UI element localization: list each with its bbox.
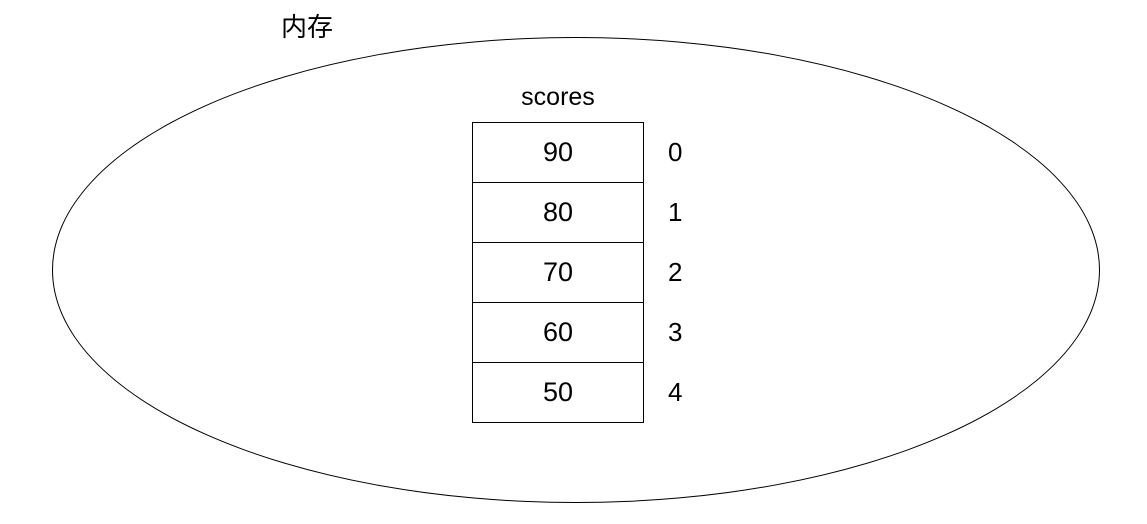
memory-label: 内存 [281,12,334,42]
array-index-label: 4 [668,376,683,407]
array-index-label: 1 [668,196,683,227]
array-cell: 70 [472,242,644,303]
array-cell-value: 70 [542,257,574,287]
array-cell: 80 [472,182,644,243]
array-index-label: 3 [668,316,683,347]
array-cell: 90 [472,122,644,183]
array-box: 90 80 70 60 50 [472,122,644,423]
array-title: scores [521,83,595,111]
array-index-label: 0 [668,136,683,167]
memory-boundary-ellipse [52,37,1100,503]
array-cell: 50 [472,362,644,423]
array-cell: 60 [472,302,644,363]
array-cell-value: 60 [542,317,574,347]
array-cell-value: 50 [542,377,574,407]
array-index-label: 2 [668,256,683,287]
array-cell-value: 90 [542,137,574,167]
array-cell-value: 80 [542,197,574,227]
array-index-column: 0 1 2 3 4 [664,122,682,422]
